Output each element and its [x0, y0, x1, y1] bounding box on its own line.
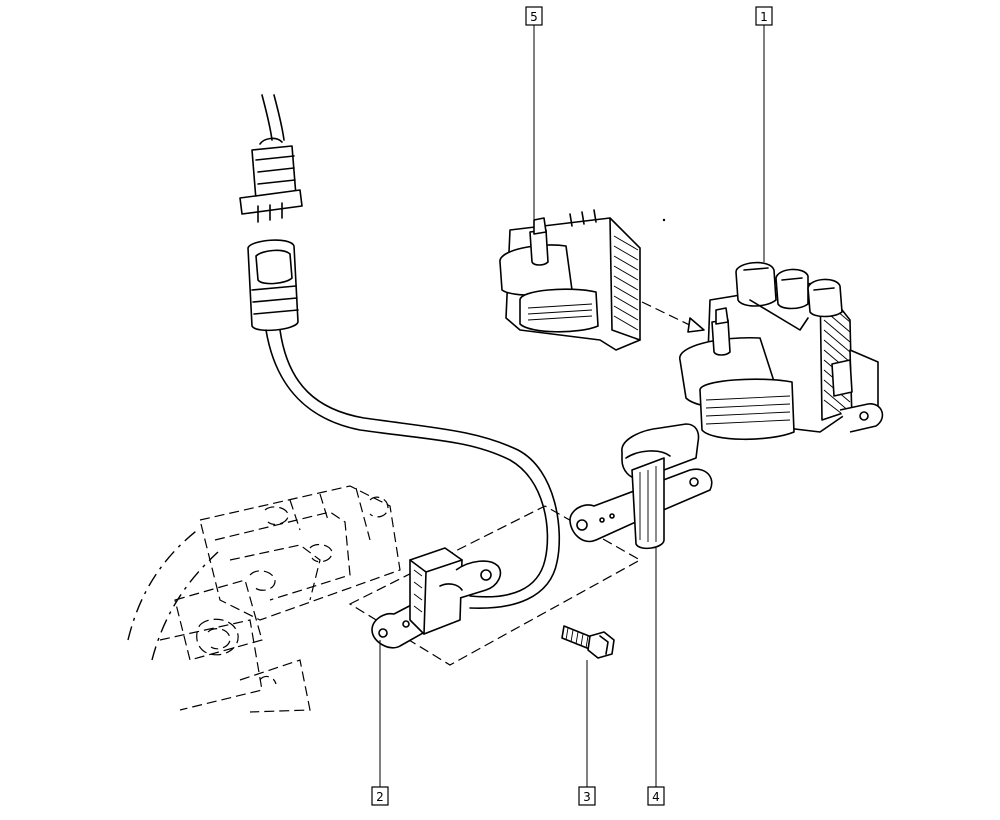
callout-4: 4	[647, 786, 665, 806]
engine-block-outline	[127, 485, 401, 713]
callout-3-label: 3	[583, 790, 591, 804]
callout-5-label: 5	[530, 10, 538, 24]
ignition-coil-small	[499, 209, 641, 351]
harness-wire-upper	[261, 94, 285, 141]
coil-link-indicator	[641, 301, 705, 333]
ignition-coil-large	[679, 261, 884, 441]
stray-mark	[662, 218, 666, 222]
mounting-bolt	[561, 625, 615, 659]
callout-3: 3	[578, 786, 596, 806]
callout-1: 1	[755, 6, 773, 26]
angled-sensor	[569, 423, 713, 550]
sensor-connector-socket	[247, 239, 299, 332]
callout-1-label: 1	[760, 10, 768, 24]
crankshaft-sensor	[371, 547, 502, 649]
callout-4-label: 4	[652, 790, 660, 804]
leader-lines	[379, 24, 765, 788]
harness-connector-plug	[239, 137, 303, 223]
callout-2: 2	[371, 786, 389, 806]
sensor-cable	[265, 329, 561, 609]
callout-5: 5	[525, 6, 543, 26]
callout-2-label: 2	[376, 790, 384, 804]
